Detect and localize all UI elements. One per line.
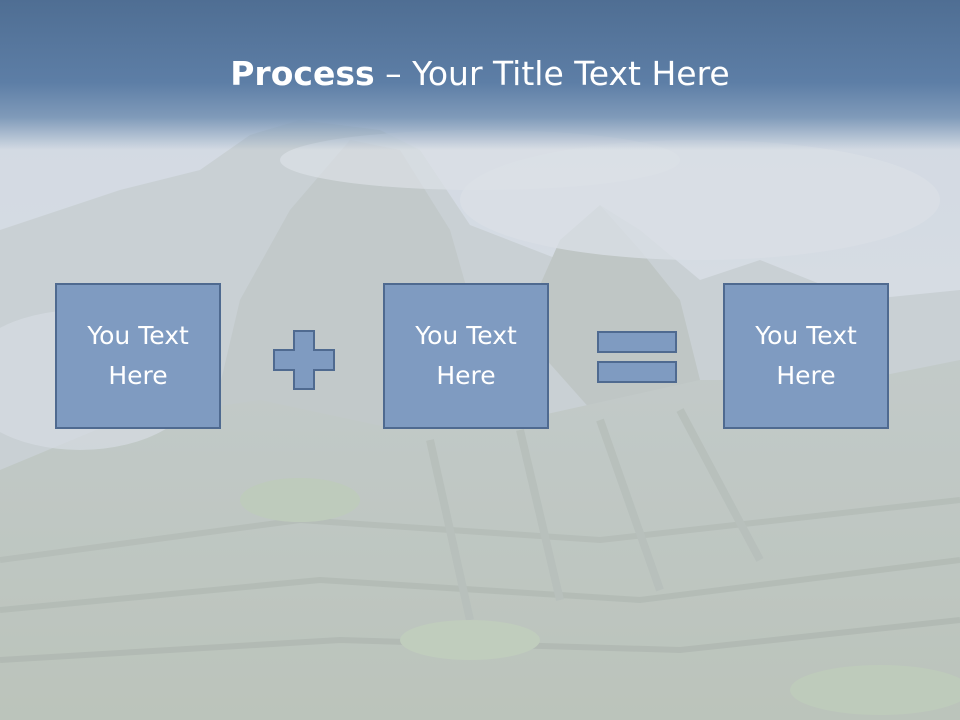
process-step-2-label: You Text Here [415,321,517,390]
title-rest-text: – Your Title Text Here [374,54,730,93]
title-bold-text: Process [230,54,375,93]
slide-title[interactable]: Process – Your Title Text Here [0,52,960,96]
process-step-1-label: You Text Here [87,321,189,390]
plus-icon [273,330,335,390]
process-step-2[interactable]: You Text Here [383,283,549,429]
title-bar [0,0,960,150]
process-step-3[interactable]: You Text Here [723,283,889,429]
process-step-1[interactable]: You Text Here [55,283,221,429]
equals-icon [597,331,677,383]
process-step-3-label: You Text Here [755,321,857,390]
